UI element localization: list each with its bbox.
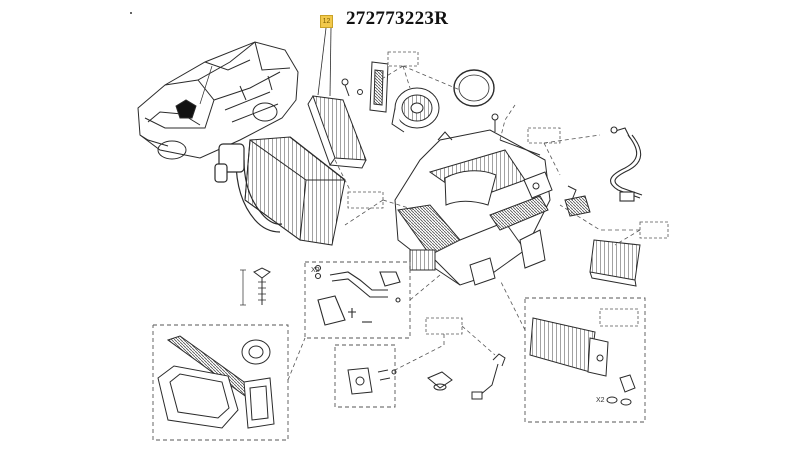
callout-box-heater [639,221,669,239]
heater-matrix [589,239,641,287]
hvac-housing [394,129,551,286]
housing-screw [491,113,499,132]
evaporator-pipe [214,143,283,233]
callout-box-evaporator [347,191,384,209]
cabin-filter [307,27,367,169]
evaporator-probe [427,353,506,400]
expansion-valve-group [334,344,397,408]
pipe-kit-group: X2 [304,261,411,339]
part-number-title: 272773223R [346,8,449,29]
blower-motor-fan [391,87,440,133]
qty-x2-label-left: X2 [311,267,320,274]
blower-resistor [564,185,591,217]
temperature-sensor-wire [610,126,643,202]
blower-ring [453,69,495,107]
evaporator-core [244,136,346,246]
stray-dot [130,12,132,14]
heater-core-kit: X2 [524,297,646,423]
fixing-bolt [240,267,271,306]
vehicle-illustration [137,41,299,160]
callout-boxes [347,51,669,335]
callout-box-blower [387,51,419,67]
filter-cover [369,61,389,113]
callout-box-sensor [527,127,561,144]
leader-lines [287,65,641,381]
callout-box-valve [425,317,463,335]
flap-actuator [523,171,553,199]
fastener-screws-top [341,78,363,97]
qty-x2-label-right: X2 [596,397,605,404]
seal-foam-kit [152,324,289,441]
reference-badge[interactable]: 12 [320,15,333,28]
